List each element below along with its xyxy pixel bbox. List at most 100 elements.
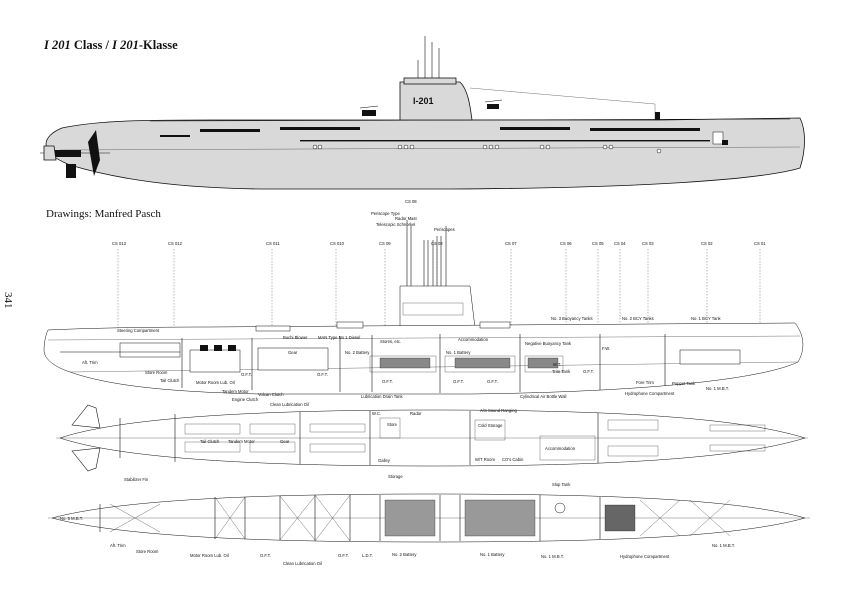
title-klasse-name: I 201 (112, 38, 139, 52)
label-cold-storage: Cold Storage (478, 423, 503, 428)
hold-plan-view: No. 5 M.B.T. Slop Tank Aft. Trim Store R… (48, 482, 810, 566)
label-gear-2: Gear (280, 439, 290, 444)
title-class-name: I 201 (44, 38, 71, 52)
tower-marking: I-201 (413, 96, 434, 106)
label-lub-drain: Lubrication Drain Tank (361, 394, 403, 399)
label-hydrophone: Hydrophone Compartment (625, 391, 675, 396)
label-accommodation-2: Accommodation (545, 446, 576, 451)
label-no1-battery-2: No. 1 Battery (480, 552, 505, 557)
hold-plan-tanks (99, 494, 731, 542)
profile-bridge (403, 77, 457, 85)
label-wt: W.T. (553, 362, 561, 367)
frame-label-9: CS 05 (592, 241, 604, 246)
label-poppet: Poppet Tank (672, 381, 696, 386)
frame-label-5: CS 09 (379, 241, 391, 246)
inboard-machinery (60, 321, 741, 373)
label-storage: Storage (388, 474, 403, 479)
label-co-cabin: CO's Cabin (502, 457, 524, 462)
profile-portholes (312, 144, 662, 154)
label-tail-clutch: Tail Clutch (160, 378, 180, 383)
label-air-bottle: Cylindrical Air Bottle Wall (520, 394, 566, 399)
label-hydrophone-2: Hydrophone Compartment (620, 554, 670, 559)
profile-aa-guns (359, 99, 503, 116)
label-engine-clutch: Engine Clutch (232, 397, 259, 402)
label-periscope-type: Periscope Type (371, 211, 400, 216)
label-motor-room-lub-2: Motor Room Lub. Oil (190, 553, 229, 558)
label-oft-2: O.F.T. (317, 372, 328, 377)
profile-waterline (59, 146, 801, 151)
frame-label-3: CS 011 (266, 241, 280, 246)
label-gear: Gear (288, 350, 298, 355)
label-no3-buoyancy: No. 3 Buoyancy Tanks (551, 316, 593, 321)
label-store: Store (387, 422, 398, 427)
label-trim-tank: Trim Tank (552, 369, 571, 374)
label-oft-3: O.F.T. (382, 379, 393, 384)
label-tandem-motor: Tandem Motor (222, 389, 249, 394)
label-no1-mbt-3: No. 1 M.B.T. (712, 543, 735, 548)
label-no2-battery: No. 2 Battery (345, 350, 370, 355)
label-tandem-motor-2: Tandem Motor (228, 439, 255, 444)
label-clean-lub-2: Clean Lubrication Oil (283, 561, 322, 566)
frame-label-7: CS 07 (505, 241, 517, 246)
frame-label-1: CS 013 (112, 241, 127, 246)
label-telescopic-schnorkel: Telescopic Schnorkel (376, 222, 415, 227)
label-oft-8: O.F.T. (338, 553, 349, 558)
label-fore-trim: Fore Trim (636, 380, 654, 385)
profile-conning-tower (399, 81, 473, 121)
label-neg-buoyancy: Negative Buoyancy Tank (525, 341, 572, 346)
profile-bow-plate (722, 140, 728, 145)
label-volcan-clutch: Volcan Clutch (258, 392, 284, 397)
deck-plan-compartments (119, 411, 766, 465)
label-slop-tank: Slop Tank (552, 482, 571, 487)
frame-label-10: CS 04 (614, 241, 626, 246)
profile-bow-hatch (712, 131, 724, 145)
label-man-diesel: MAN Type No 1 Diesel (318, 335, 360, 340)
label-motor-room-lub: Motor Room Lub. Oil (196, 380, 235, 385)
label-radar: Radar (410, 411, 422, 416)
side-profile-view: I-201 (40, 36, 805, 190)
inboard-conning-tower (399, 285, 476, 329)
label-no1-battery: No. 1 Battery (446, 350, 471, 355)
sheet-title: I 201 Class / I 201-Klasse (44, 38, 178, 53)
label-stores: Stores, etc. (380, 339, 401, 344)
frame-label-4: CS 010 (330, 241, 345, 246)
label-periscopes: Periscopes (434, 227, 455, 232)
deck-plan-stabilizers (71, 404, 101, 472)
label-stabilizer: Stabilizer Fin (124, 477, 149, 482)
inboard-tower-compartment (402, 302, 464, 316)
label-no2-bcy: No. 2 BCY Tanks (622, 316, 654, 321)
label-oft-6: O.F.T. (583, 369, 594, 374)
label-galley: Galley (378, 458, 391, 463)
label-tail-clutch-2: Tail Clutch (200, 439, 220, 444)
deck-plan-view: W.C. Radar Store A/S Sound Ranging Cold … (56, 404, 808, 482)
frame-label-13: CS 01 (754, 241, 766, 246)
profile-limber-holes (160, 127, 710, 142)
frame-label-8: CS 06 (560, 241, 572, 246)
label-oft-1: O.F.T. (241, 372, 252, 377)
title-class-suffix: Class / (70, 38, 113, 52)
label-wt-room: W/T Room (475, 457, 495, 462)
frame-label-11: CS 03 (642, 241, 654, 246)
label-oft-5: O.F.T. (487, 379, 498, 384)
profile-bow-cleat (655, 112, 660, 120)
label-wc: W.C. (372, 411, 381, 416)
label-fw: F.W. (602, 346, 610, 351)
label-steering: Steering Compartment (117, 328, 160, 333)
label-clean-lub: Clean Lubrication Oil (270, 402, 309, 407)
label-no1-mbt: No. 1 M.B.T. (706, 386, 729, 391)
inboard-pressure-hull-top (47, 335, 801, 341)
label-as-sound: A/S Sound Ranging (480, 408, 517, 413)
label-aft-trim-2: Aft. Trim (110, 543, 126, 548)
label-buchi-blower: Buchi Blower (283, 335, 308, 340)
label-oft-4: O.F.T. (453, 379, 464, 384)
label-no2-battery-2: No. 2 Battery (392, 552, 417, 557)
frame-label-2: CS 012 (168, 241, 183, 246)
label-ldt: L.D.T. (362, 553, 373, 558)
profile-stern-gear (40, 130, 110, 178)
label-oft-7: O.F.T. (260, 553, 271, 558)
drawing-credit: Drawings: Manfred Pasch (46, 208, 161, 220)
inboard-battery-cells (379, 357, 559, 369)
